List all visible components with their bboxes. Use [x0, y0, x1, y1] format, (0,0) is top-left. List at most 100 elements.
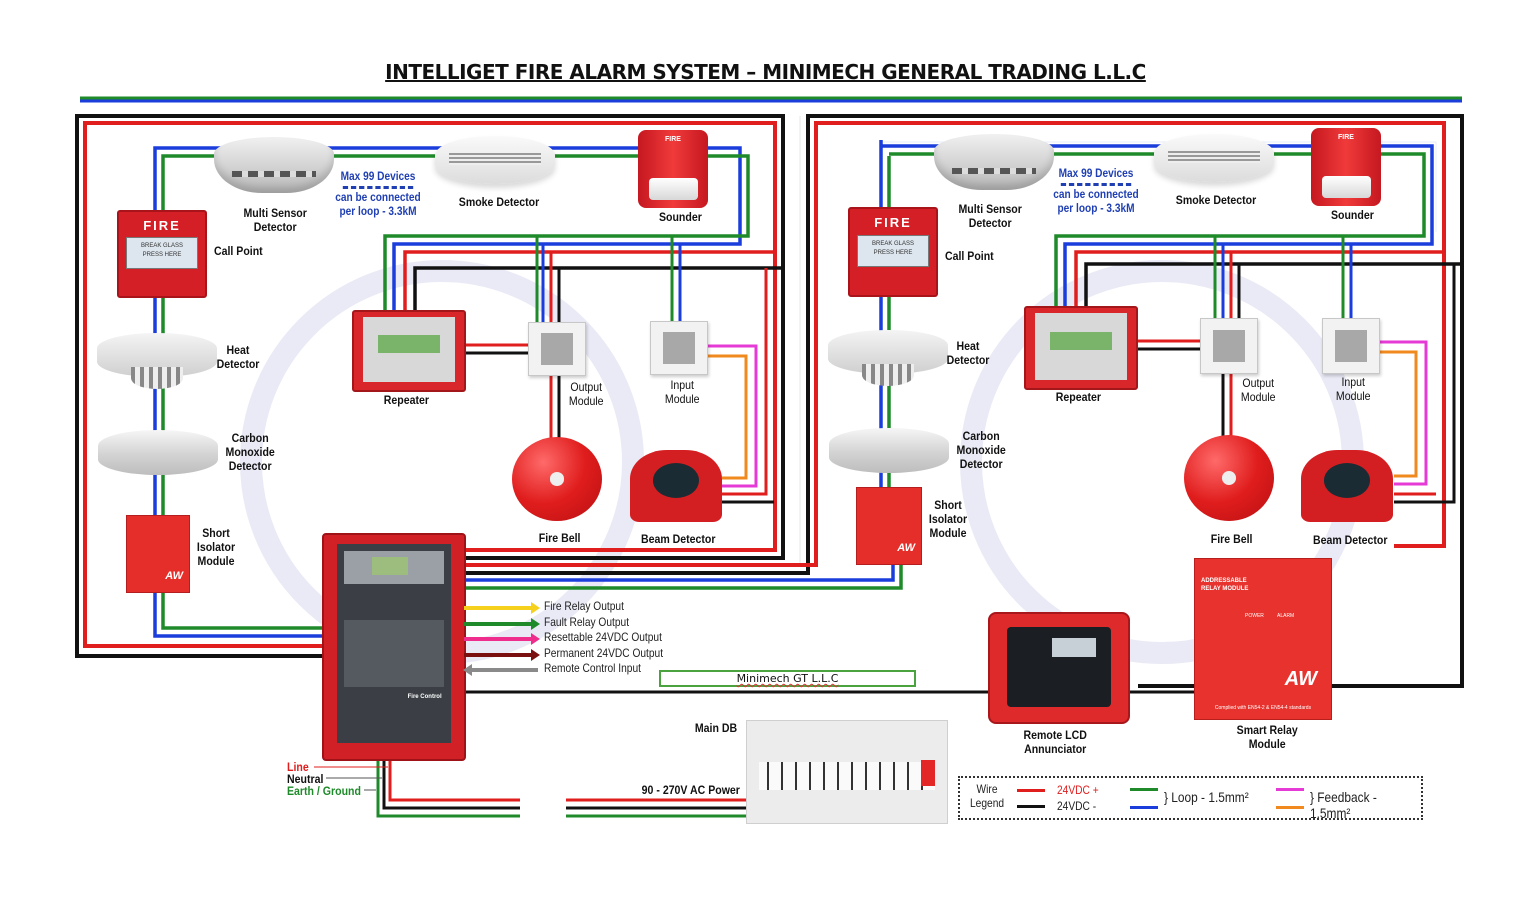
company-name: Minimech GT L.L.C — [736, 672, 839, 685]
sounder-right: FIRE — [1311, 128, 1381, 206]
wire-swatch-negative — [1017, 805, 1045, 808]
wire-swatch-feedback-orange — [1276, 806, 1304, 809]
call-point-right: FIRE BREAK GLASS PRESS HERE — [848, 207, 938, 297]
output-module-right — [1200, 318, 1258, 374]
multi-sensor-detector-left — [214, 137, 334, 193]
note-line3: per loop - 3.3kM — [339, 206, 417, 218]
press-here-text: PRESS HERE — [142, 252, 182, 259]
beam-detector-left — [630, 450, 722, 522]
press-here-text: PRESS HERE — [873, 249, 913, 256]
label-isolator-left: Short Isolator Module — [196, 526, 236, 568]
loop-capacity-note-left: Max 99 Devices can be connected per loop… — [334, 170, 422, 219]
label-repeater-right: Repeater — [1055, 390, 1101, 404]
label-lcd-annunciator: Remote LCD Annunciator — [1023, 728, 1087, 756]
relay-brand-logo: AW — [1284, 668, 1317, 690]
output-label-5: Remote Control Input — [544, 661, 641, 675]
label-heat-left: Heat Detector — [216, 343, 260, 371]
label-call-point-left: Call Point — [214, 244, 263, 258]
wire-neg-repeater-left — [413, 266, 783, 310]
note-dash — [342, 186, 414, 189]
repeater-right — [1024, 306, 1138, 390]
fire-bell-right — [1184, 435, 1274, 521]
panel-label: Fire Control — [407, 694, 442, 701]
note-line1: Max 99 Devices — [340, 171, 416, 183]
wire-legend: Wire Legend 24VDC + 24VDC - } Loop - 1.5… — [958, 776, 1423, 821]
label-input-module-left: Input Module — [664, 378, 700, 406]
label-beam-left: Beam Detector — [640, 532, 716, 546]
call-point-fire-text: FIRE — [874, 215, 912, 230]
main-distribution-board — [746, 720, 948, 824]
relay-power-label: POWER — [1245, 613, 1264, 619]
label-fire-bell-right: Fire Bell — [1210, 532, 1253, 546]
wire-loop-green-left — [161, 154, 750, 630]
wire-feedback-orange-right — [1378, 350, 1418, 478]
label-repeater-left: Repeater — [383, 393, 429, 407]
label-smoke-right: Smoke Detector — [1175, 193, 1257, 207]
relay-compliance: Complied with EN54-2 & EN54-4 standards — [1214, 705, 1312, 711]
smart-relay-module: ADDRESSABLE RELAY MODULE POWER ALARM AW … — [1194, 558, 1332, 720]
break-glass-text: BREAK GLASS — [871, 240, 915, 247]
label-neutral: Neutral — [287, 772, 324, 786]
label-main-db: Main DB — [694, 721, 738, 735]
wire-label-negative: 24VDC - — [1057, 799, 1097, 813]
label-smoke-left: Smoke Detector — [458, 195, 540, 209]
output-module-left — [528, 322, 586, 376]
output-label-4: Permanent 24VDC Output — [544, 645, 664, 660]
break-glass: BREAK GLASS PRESS HERE — [856, 234, 930, 268]
label-smart-relay: Smart Relay Module — [1236, 723, 1298, 751]
heat-detector-left — [97, 333, 217, 389]
fire-alarm-control-panel[interactable]: Fire Control — [322, 533, 466, 761]
isolator-brand: AW — [165, 570, 183, 582]
wire-feedback-orange-left — [706, 354, 748, 480]
note-line3: per loop - 3.3kM — [1057, 203, 1135, 215]
wire-pos-repeater-left — [403, 250, 775, 310]
wire-legend-title2: Legend — [970, 796, 1005, 810]
output-arrow-4 — [464, 648, 540, 661]
wire-label-loop: } Loop - 1.5mm² — [1164, 789, 1249, 805]
output-arrow-1 — [464, 602, 540, 614]
wire-swatch-feedback-magenta — [1276, 788, 1304, 791]
break-glass-text: BREAK GLASS — [140, 243, 184, 250]
wire-ac-line — [388, 757, 520, 802]
co-detector-right — [829, 428, 949, 473]
page-title: INTELLIGET FIRE ALARM SYSTEM – MINIMECH … — [385, 60, 1146, 84]
wire-pos-repeater-right — [1074, 250, 1444, 306]
repeater-left — [352, 310, 466, 392]
label-input-module-right: Input Module — [1335, 375, 1371, 403]
wire-label-positive: 24VDC + — [1057, 783, 1099, 797]
output-arrow-3 — [464, 633, 540, 645]
label-multi-sensor-left: Multi Sensor Detector — [243, 206, 307, 234]
isolator-module-right: AW — [856, 487, 922, 565]
wire-feedback-magenta-left — [706, 344, 758, 488]
wire-ac-earth — [376, 757, 520, 818]
remote-lcd-annunciator — [988, 612, 1130, 724]
input-arrow-head — [463, 664, 472, 676]
label-isolator-right: Short Isolator Module — [928, 498, 968, 540]
wire-loop-blue-to-right — [466, 564, 895, 582]
note-dash — [1060, 183, 1132, 186]
input-module-right — [1322, 318, 1380, 374]
wire-pos-left-perimeter — [83, 121, 777, 648]
wire-beam-neg-right — [1394, 264, 1456, 504]
label-multi-sensor-right: Multi Sensor Detector — [958, 202, 1022, 230]
relay-alarm-label: ALARM — [1277, 613, 1295, 619]
label-beam-right: Beam Detector — [1312, 533, 1388, 547]
heat-detector-right — [828, 330, 948, 386]
wire-neg-right-outer — [466, 114, 1464, 688]
output-label-3: Resettable 24VDC Output — [544, 630, 662, 644]
wire-neg-repeater-right — [1084, 262, 1462, 306]
label-co-right: Carbon Monoxide Detector — [956, 429, 1006, 471]
label-sounder-left: Sounder — [658, 210, 702, 224]
label-co-left: Carbon Monoxide Detector — [225, 431, 275, 473]
company-name-box: Minimech GT L.L.C — [659, 670, 916, 687]
loop-capacity-note-right: Max 99 Devices can be connected per loop… — [1052, 167, 1140, 216]
wire-legend-title: Wire Legend — [970, 782, 1004, 810]
wire-loop-blue-left — [153, 146, 742, 638]
label-call-point-right: Call Point — [945, 249, 994, 263]
wire-neg-left-perimeter — [75, 114, 785, 658]
break-glass: BREAK GLASS PRESS HERE — [125, 237, 199, 270]
wire-swatch-loop-blue — [1130, 806, 1158, 809]
wire-loop-green-to-right — [466, 564, 903, 590]
fire-bell-left — [512, 437, 602, 521]
